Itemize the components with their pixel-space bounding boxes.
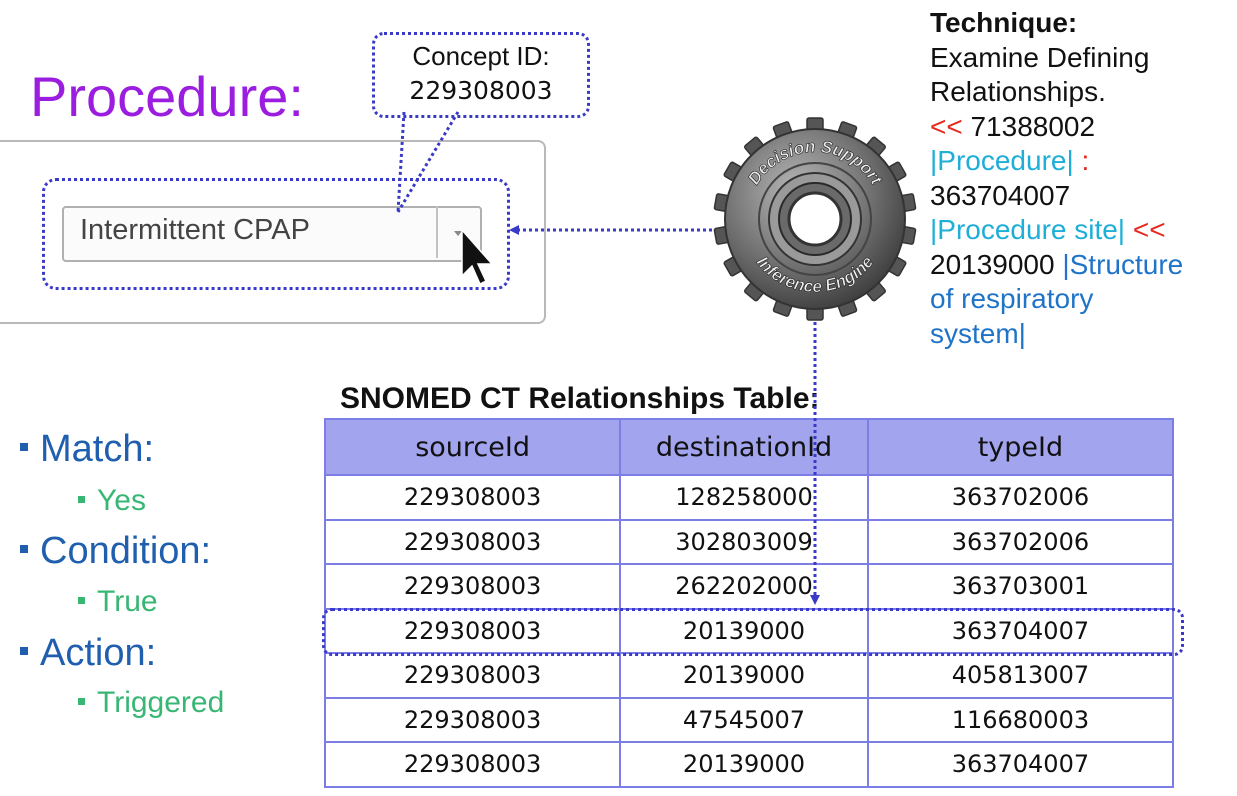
gear-icon: Decision Support Inference Engine <box>713 117 917 321</box>
technique-text: Technique: Examine Defining Relationship… <box>930 6 1235 351</box>
technique-line-2: Relationships. <box>930 76 1106 107</box>
concept-id-value: 229308003 <box>409 76 553 105</box>
procedure-title: Procedure: <box>30 65 304 128</box>
concept-id-label: Concept ID: <box>412 41 550 71</box>
cell-sourceid: 229308003 <box>323 607 622 654</box>
select-dropdown-button[interactable] <box>436 206 478 258</box>
cell-typeid: 405813007 <box>866 652 1175 699</box>
rule-match-label: Match: <box>20 428 154 471</box>
term-procedure-site: |Procedure site| <box>930 214 1126 245</box>
rule-match-value: Yes <box>78 484 146 518</box>
term-structure-line-3: system| <box>930 317 1026 349</box>
cell-typeid: 363703001 <box>866 563 1175 610</box>
cell-destinationid: 128258000 <box>619 474 869 521</box>
cell-typeid: 116680003 <box>866 696 1175 743</box>
term-structure-line-2: of respiratory <box>930 283 1094 314</box>
cell-destinationid: 20139000 <box>619 607 869 654</box>
concept-id-2: 363704007 <box>930 179 1071 211</box>
technique-expression-2: |Procedure| : <box>930 144 1235 179</box>
table-row: 229308003 47545007 116680003 <box>323 696 1175 743</box>
table-title: SNOMED CT Relationships Table: <box>340 382 820 415</box>
procedure-select[interactable] <box>62 206 482 262</box>
technique-expression-4: 20139000 |Structure <box>930 248 1235 283</box>
operator-descendant-1: << <box>930 110 963 142</box>
table-row: 229308003 20139000 405813007 <box>323 652 1175 699</box>
concept-id-3: 20139000 <box>930 248 1055 280</box>
bullet-square-icon <box>78 596 85 604</box>
table-row: 229308003 20139000 363704007 <box>323 741 1175 788</box>
term-structure: |Structure <box>1062 248 1184 280</box>
column-header-sourceid: sourceId <box>323 418 622 476</box>
technique-heading: Technique: <box>930 7 1078 38</box>
cell-sourceid: 229308003 <box>323 518 622 565</box>
bullet-square-icon <box>20 646 28 655</box>
cell-destinationid: 302803009 <box>619 518 869 565</box>
relationships-table: sourceId destinationId typeId 229308003 … <box>323 418 1175 788</box>
cell-sourceid: 229308003 <box>323 696 622 743</box>
rule-condition-label: Condition: <box>20 530 211 573</box>
cell-sourceid: 229308003 <box>323 474 622 521</box>
matched-row-highlight <box>322 608 1184 656</box>
table-row: 229308003 262202000 363703001 <box>323 563 1175 610</box>
column-header-typeid: typeId <box>866 418 1175 476</box>
technique-line-1: Examine Defining <box>930 41 1150 73</box>
select-highlight-box <box>42 178 510 290</box>
table-row-matched: 229308003 20139000 363704007 <box>323 607 1175 654</box>
column-header-destinationid: destinationId <box>619 418 869 476</box>
cell-sourceid: 229308003 <box>323 563 622 610</box>
cell-destinationid: 20139000 <box>619 652 869 699</box>
refinement-colon: : <box>1081 145 1090 176</box>
rule-condition-value: True <box>78 585 158 619</box>
rule-action-value: Triggered <box>78 686 224 720</box>
bullet-square-icon <box>78 697 85 705</box>
technique-expression-3: |Procedure site| << <box>930 213 1235 248</box>
technique-expression-1: << 71388002 <box>930 110 1235 145</box>
concept-id-callout: Concept ID: 229308003 <box>372 32 590 118</box>
term-procedure: |Procedure| <box>930 145 1074 176</box>
bullet-square-icon <box>20 544 28 553</box>
cell-sourceid: 229308003 <box>323 741 622 788</box>
concept-id-1: 71388002 <box>970 110 1096 142</box>
cell-destinationid: 262202000 <box>619 563 869 610</box>
cell-destinationid: 20139000 <box>619 741 869 788</box>
table-header-row: sourceId destinationId typeId <box>323 418 1175 476</box>
bullet-square-icon <box>20 442 28 451</box>
rule-action-label: Action: <box>20 632 156 675</box>
cell-sourceid: 229308003 <box>323 652 622 699</box>
cell-destinationid: 47545007 <box>619 696 869 743</box>
bullet-square-icon <box>78 495 85 503</box>
procedure-select-value: Intermittent CPAP <box>80 214 310 246</box>
table-row: 229308003 302803009 363702006 <box>323 518 1175 565</box>
table-row: 229308003 128258000 363702006 <box>323 474 1175 521</box>
cell-typeid: 363704007 <box>866 741 1175 788</box>
cell-typeid: 363704007 <box>866 607 1175 654</box>
cell-typeid: 363702006 <box>866 518 1175 565</box>
cell-typeid: 363702006 <box>866 474 1175 521</box>
operator-descendant-2: << <box>1132 214 1166 245</box>
chevron-down-icon <box>454 231 462 236</box>
